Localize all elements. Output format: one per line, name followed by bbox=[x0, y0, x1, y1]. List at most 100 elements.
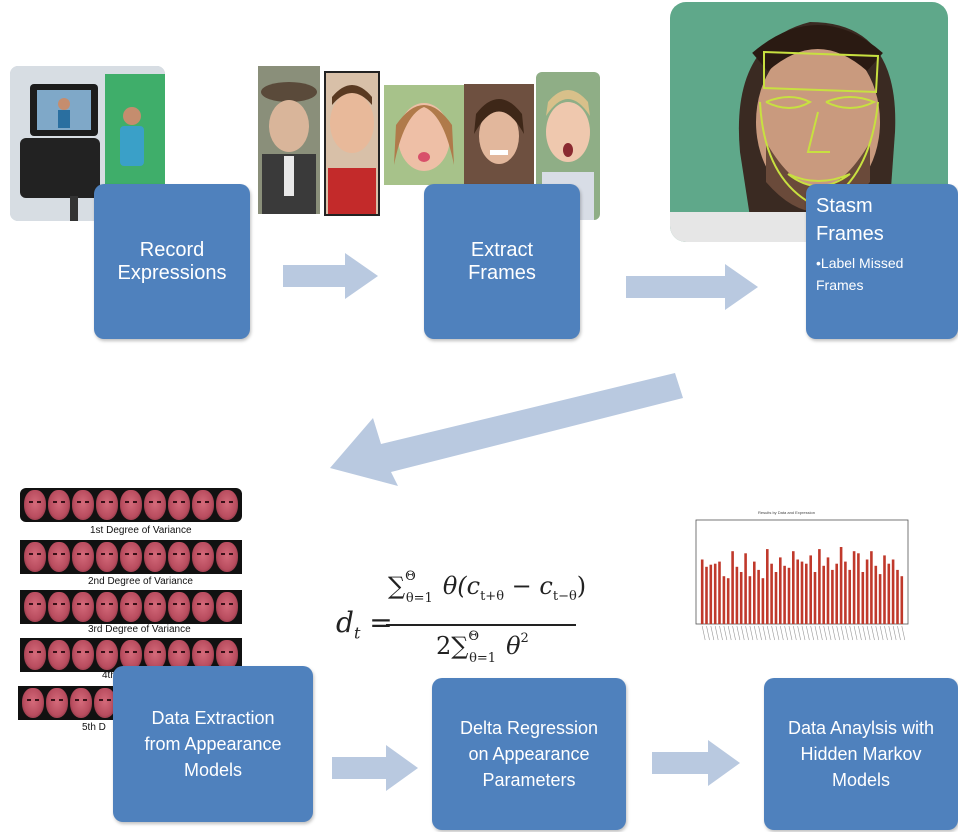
camera-scene-image bbox=[10, 66, 165, 221]
hidden-markov-label: Data Anaylsis with Hidden Markov Models bbox=[787, 718, 935, 790]
mini-chart-tick-label bbox=[701, 625, 706, 641]
data-extraction-label: Data Extraction from Appearance Models bbox=[144, 708, 282, 780]
girl-tongue-image bbox=[384, 85, 464, 185]
face-photo-4 bbox=[464, 84, 534, 184]
mini-chart-bar bbox=[713, 563, 717, 624]
arrow-diagonal-down-left bbox=[330, 373, 683, 486]
mini-chart-bar bbox=[700, 559, 704, 624]
mini-chart-tick-label bbox=[853, 625, 858, 641]
mini-chart-tick-label bbox=[814, 625, 819, 641]
mini-chart-bar bbox=[731, 551, 734, 624]
mini-chart-bar bbox=[774, 572, 778, 624]
mini-chart-bar bbox=[709, 564, 713, 624]
mini-chart-bar bbox=[744, 553, 747, 624]
face-photo-2 bbox=[324, 71, 380, 216]
mini-chart-bar bbox=[831, 569, 834, 624]
mini-chart-tick-label bbox=[749, 625, 754, 641]
mini-chart-bar bbox=[787, 567, 791, 624]
mini-chart-bar bbox=[887, 563, 891, 624]
mini-chart-tick-label bbox=[736, 625, 741, 641]
variance-row-1 bbox=[20, 488, 242, 522]
mini-chart-tick-label bbox=[719, 625, 723, 641]
mini-chart-tick-label bbox=[771, 625, 775, 641]
mini-chart-tick-label bbox=[871, 625, 875, 641]
mini-chart-bar bbox=[800, 561, 804, 624]
mini-chart-tick-label bbox=[793, 625, 797, 641]
mini-chart-tick-label bbox=[723, 625, 728, 641]
boy-red-shirt-image bbox=[326, 73, 378, 214]
extract-frames-box: Extract Frames bbox=[424, 184, 580, 339]
mini-chart-tick-label bbox=[797, 625, 801, 641]
mini-chart-tick-label bbox=[745, 625, 749, 641]
formula-lhs-sub: t bbox=[353, 623, 361, 643]
variance-label-2: 2nd Degree of Variance bbox=[88, 576, 193, 587]
mini-chart-bar bbox=[852, 551, 856, 624]
mini-chart-tick-label bbox=[901, 625, 906, 641]
delta-regression-box: Delta Regression on Appearance Parameter… bbox=[432, 678, 626, 830]
mini-chart-tick-label bbox=[727, 625, 732, 641]
mini-chart-tick-label bbox=[858, 625, 862, 641]
mini-chart-tick-label bbox=[753, 625, 758, 641]
mini-chart-bar bbox=[809, 555, 812, 624]
mini-chart-tick-label bbox=[801, 625, 806, 641]
mini-chart-bar bbox=[735, 566, 739, 624]
mini-bar-chart: Results by Data and Expression bbox=[688, 510, 912, 650]
mini-chart-bar bbox=[813, 572, 817, 624]
mini-chart-tick-label bbox=[740, 625, 745, 641]
mini-chart-tick-label bbox=[845, 625, 849, 641]
mini-chart-tick-label bbox=[884, 625, 888, 641]
mini-chart-bar bbox=[783, 565, 786, 624]
mini-chart-tick-label bbox=[758, 625, 762, 641]
variance-label-5: 5th D bbox=[82, 722, 106, 733]
stasm-frames-title: Stasm Frames bbox=[816, 195, 884, 245]
mini-chart-tick-label bbox=[866, 625, 871, 641]
stasm-frames-bullet: •Label Missed Frames bbox=[816, 255, 904, 293]
mini-chart-bar bbox=[748, 576, 752, 624]
mini-chart-bar bbox=[718, 561, 721, 624]
mini-chart-svg bbox=[695, 519, 909, 641]
mini-chart-bar bbox=[770, 563, 773, 624]
mini-chart-bar bbox=[822, 565, 825, 624]
mini-chart-tick-label bbox=[875, 625, 880, 641]
mini-chart-tick-label bbox=[714, 625, 719, 641]
mini-chart-tick-label bbox=[819, 625, 823, 641]
mini-chart-tick-label bbox=[849, 625, 854, 641]
mini-chart-tick-label bbox=[780, 625, 784, 641]
arrow-right-1 bbox=[283, 253, 378, 299]
record-expressions-label: Record Expressions bbox=[117, 238, 227, 284]
mini-chart-bar bbox=[796, 559, 799, 624]
mini-chart-bar bbox=[844, 561, 847, 624]
mini-chart-tick-label bbox=[706, 625, 710, 641]
mini-chart-bar bbox=[891, 559, 895, 624]
record-expressions-box: Record Expressions bbox=[94, 184, 250, 339]
mini-chart-bar bbox=[839, 547, 843, 624]
mini-chart-bar bbox=[878, 574, 882, 624]
mini-chart-tick-label bbox=[775, 625, 780, 641]
delta-regression-label: Delta Regression on Appearance Parameter… bbox=[459, 718, 599, 790]
variance-label-1: 1st Degree of Variance bbox=[90, 525, 192, 536]
variance-row-2 bbox=[20, 540, 242, 574]
mini-chart-tick-label bbox=[784, 625, 788, 641]
mini-chart-bar bbox=[865, 559, 869, 624]
arrow-right-2 bbox=[626, 264, 758, 310]
mini-chart-bar bbox=[826, 557, 830, 624]
variance-label-3: 3rd Degree of Variance bbox=[88, 624, 191, 635]
mini-chart-tick-label bbox=[710, 625, 715, 641]
mini-chart-tick-label bbox=[762, 625, 767, 641]
mini-chart-tick-label bbox=[788, 625, 793, 641]
mini-chart-bar bbox=[792, 551, 795, 624]
mini-chart-bar bbox=[739, 572, 743, 624]
mini-chart-bar bbox=[805, 563, 808, 624]
mini-chart-bar bbox=[883, 555, 886, 624]
stasm-frames-box: Stasm Frames •Label Missed Frames bbox=[806, 184, 958, 339]
mini-chart-bar bbox=[818, 549, 821, 624]
mini-chart-tick-label bbox=[732, 625, 736, 641]
formula-equals: = bbox=[369, 606, 393, 639]
mini-chart-bar bbox=[861, 572, 865, 624]
old-man-image bbox=[258, 66, 320, 214]
mini-chart-tick-label bbox=[888, 625, 893, 641]
mini-chart-tick-label bbox=[810, 625, 814, 641]
